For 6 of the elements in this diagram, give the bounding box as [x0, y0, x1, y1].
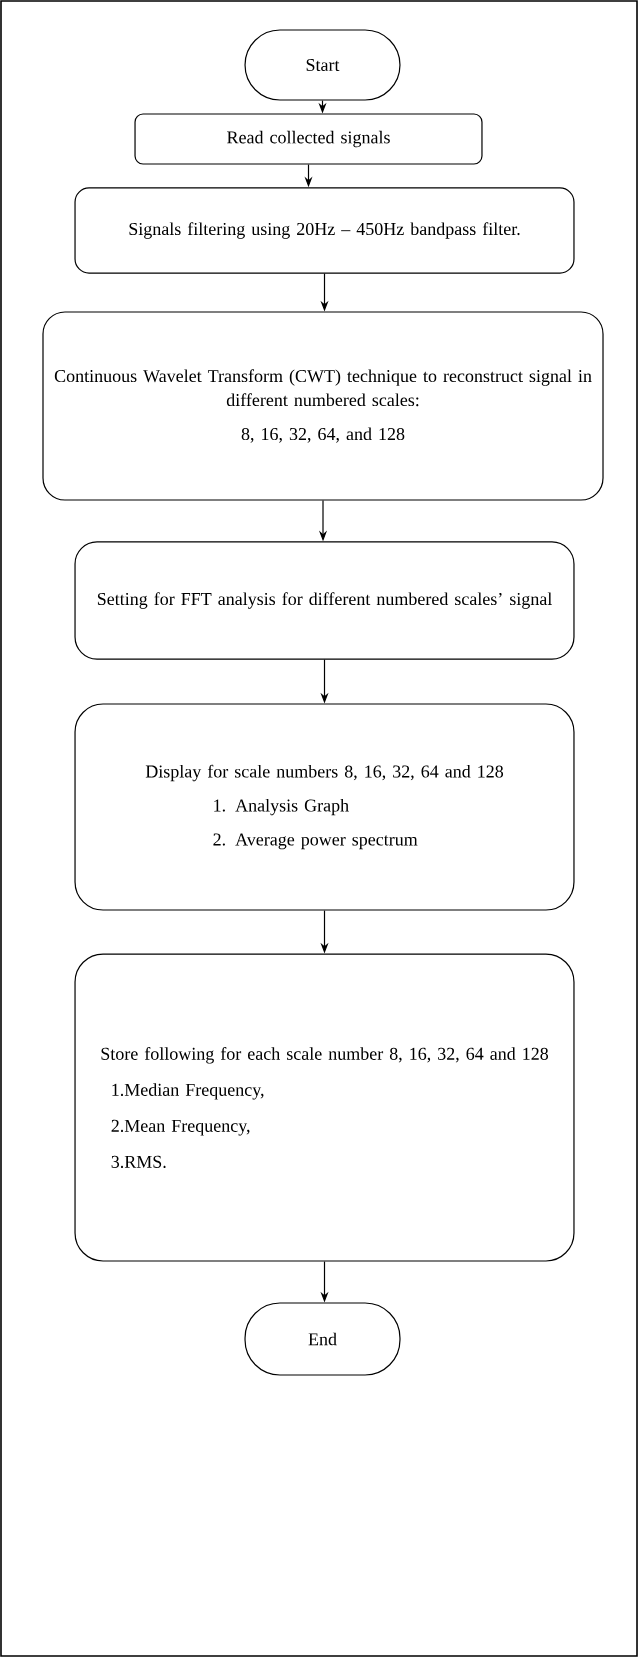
process-box: Signals filtering using 20Hz – 450Hz bandpass filter. [74, 187, 575, 274]
process-box: Store following for each scale number 8, 16, 32, 64 and 128 1.Median Frequency, 2.Mean Frequency, 3.RMS. [74, 953, 575, 1262]
process-box: Continuous Wavelet Transform (CWT) technique to reconstruct signal in different numbered scales: 8, 16, 32, 64, and 128 [42, 311, 604, 501]
process-box: Setting for FFT analysis for different numbered scales’ signal [74, 541, 575, 660]
process-box: Read collected signals [134, 113, 483, 165]
process-box: Display for scale numbers 8, 16, 32, 64 and 128 1. Analysis Graph 2. Average power spectrum [74, 703, 575, 911]
